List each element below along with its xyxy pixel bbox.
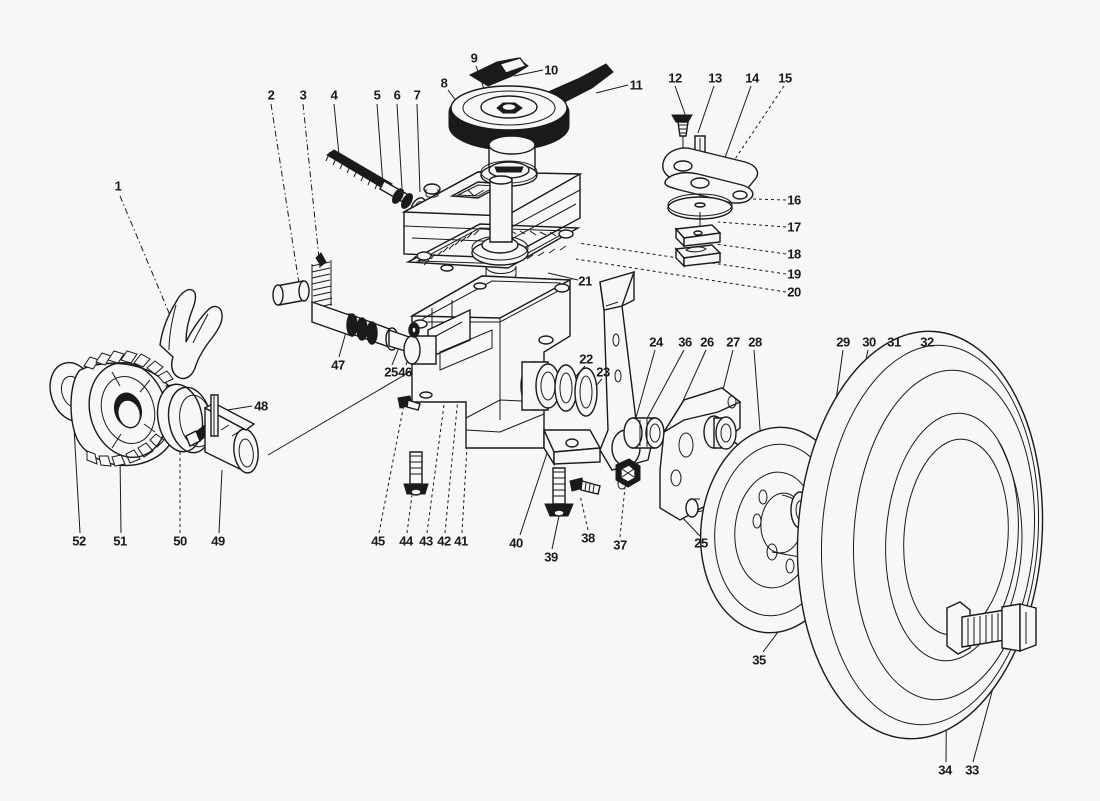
callout-29: 29	[836, 334, 850, 350]
callout-38: 38	[581, 530, 595, 546]
callout-37: 37	[613, 537, 627, 553]
callout-48: 48	[254, 398, 268, 414]
callout-6: 6	[393, 87, 401, 103]
part-gear-cluster-assembly	[49, 288, 259, 474]
callout-52: 52	[72, 533, 86, 549]
callout-13: 13	[708, 70, 722, 86]
callout-10: 10	[544, 62, 558, 78]
part-small-fastener	[397, 395, 421, 411]
callout-9: 9	[470, 50, 478, 66]
callout-47: 47	[331, 357, 345, 373]
callout-28: 28	[748, 334, 762, 350]
callout-19: 19	[787, 266, 801, 282]
callout-7: 7	[413, 87, 421, 103]
part-brake-arm	[599, 270, 653, 490]
callout-25: 25	[694, 535, 708, 551]
callout-27: 27	[726, 334, 740, 350]
callout-1: 1	[114, 178, 122, 194]
callout-42: 42	[437, 533, 451, 549]
part-worm-shaft-assembly	[272, 252, 418, 356]
callout-12: 12	[668, 70, 682, 86]
part-hex-nut	[615, 458, 641, 488]
part-flange-bolt	[544, 467, 574, 517]
callout-45: 45	[371, 533, 385, 549]
part-gasket	[405, 175, 581, 272]
callout-41: 41	[454, 533, 468, 549]
callout-17: 17	[787, 219, 801, 235]
part-axle-bolt	[946, 601, 1037, 655]
callout-34: 34	[938, 762, 952, 778]
callout-26: 26	[700, 334, 714, 350]
callout-31: 31	[887, 334, 901, 350]
part-bearing-bushings	[623, 417, 665, 449]
part-spring-shaft-upper	[325, 149, 426, 217]
callout-24: 24	[649, 334, 663, 350]
callout-20: 20	[787, 284, 801, 300]
callout-5: 5	[373, 87, 381, 103]
callout-15: 15	[778, 70, 792, 86]
callout-16: 16	[787, 192, 801, 208]
callout-14: 14	[745, 70, 759, 86]
part-wheel-tire	[796, 330, 1044, 740]
callout-30: 30	[862, 334, 876, 350]
callout-2: 2	[267, 87, 275, 103]
callout-35: 35	[752, 652, 766, 668]
callout-3: 3	[299, 87, 307, 103]
part-gearbox-housing	[403, 275, 602, 467]
part-small-bushing	[408, 322, 420, 338]
part-drive-pulley-drum	[448, 57, 614, 187]
callout-23: 23	[596, 364, 610, 380]
callout-46: 46	[398, 364, 412, 380]
callout-32: 32	[920, 334, 934, 350]
callout-36: 36	[678, 334, 692, 350]
callout-39: 39	[544, 549, 558, 565]
part-small-bolt	[569, 477, 601, 495]
callout-51: 51	[113, 533, 127, 549]
callout-49: 49	[211, 533, 225, 549]
callout-33: 33	[965, 762, 979, 778]
callout-8: 8	[440, 75, 448, 91]
callout-18: 18	[787, 246, 801, 262]
part-shift-lever-stack	[662, 114, 759, 268]
callout-44: 44	[399, 533, 413, 549]
callout-4: 4	[330, 87, 338, 103]
callout-11: 11	[629, 77, 643, 93]
callout-21: 21	[578, 273, 592, 289]
callout-22: 22	[579, 351, 593, 367]
callout-25-duplicate: 25	[384, 364, 398, 380]
callout-43: 43	[419, 533, 433, 549]
callout-40: 40	[509, 535, 523, 551]
callout-50: 50	[173, 533, 187, 549]
part-carriage-bolt	[403, 451, 429, 496]
